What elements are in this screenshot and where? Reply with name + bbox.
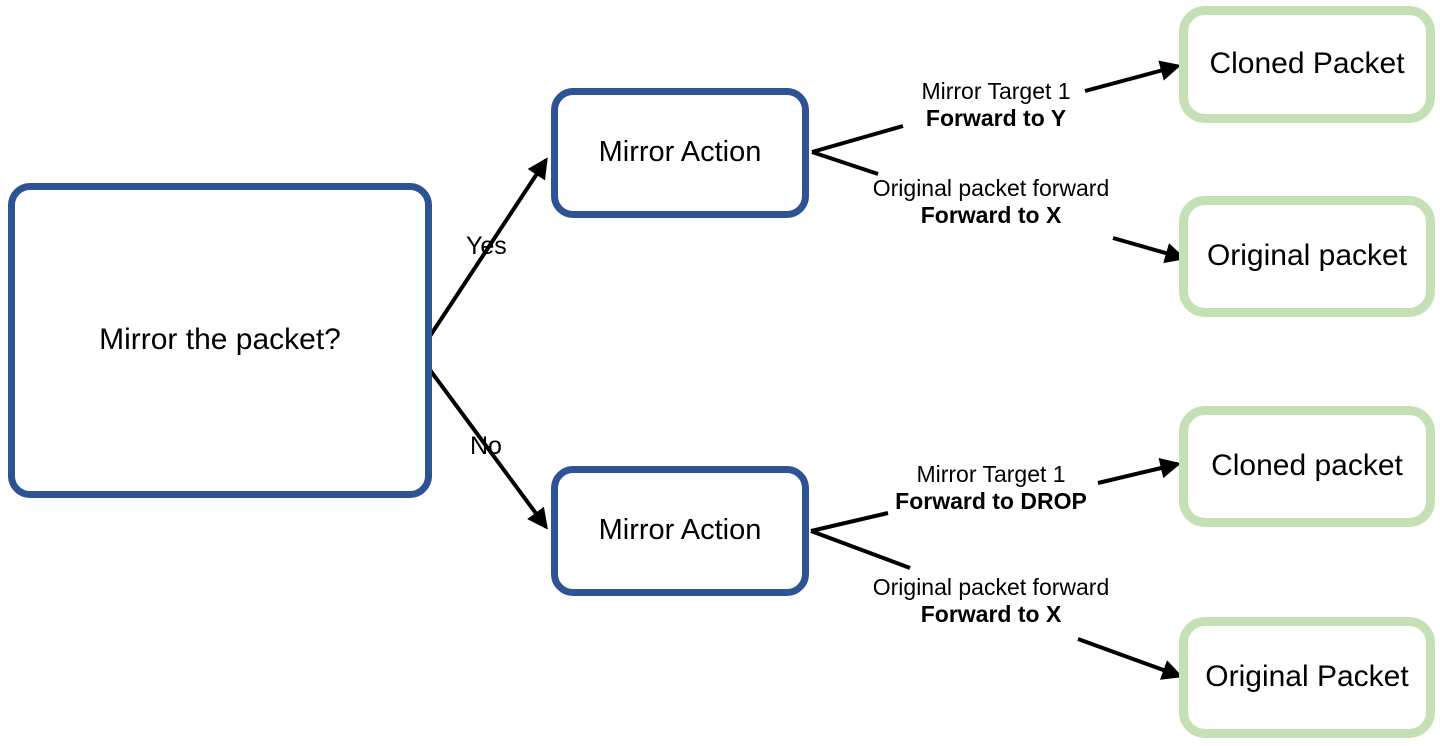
branch-label-no: No — [470, 432, 502, 462]
node-mirror-action-yes-label: Mirror Action — [598, 136, 762, 169]
edge-to-original-packet-bottom — [1077, 637, 1184, 680]
edge-label-top-original-forward: Original packet forward Forward to X — [847, 175, 1135, 229]
edge-to-cloned-packet-top — [1084, 60, 1182, 93]
edge-label-bottom-original-forward-line1: Original packet forward — [872, 574, 1110, 600]
node-original-packet-bottom[interactable]: Original Packet — [1179, 617, 1435, 738]
edge-bottom-action-fanout-lower — [810, 529, 911, 570]
node-mirror-action-no-label: Mirror Action — [598, 514, 762, 547]
edge-label-bottom-mirror-target-line2: Forward to DROP — [895, 488, 1087, 515]
node-decision-label: Mirror the packet? — [99, 323, 341, 357]
edge-bottom-action-fanout-upper — [810, 511, 889, 533]
edge-top-action-fanout-lower — [811, 150, 879, 176]
node-decision-mirror-the-packet[interactable]: Mirror the packet? — [8, 183, 432, 498]
node-original-packet-top-label: Original packet — [1206, 239, 1408, 273]
branch-label-yes: Yes — [466, 232, 507, 262]
node-cloned-packet-top[interactable]: Cloned Packet — [1179, 6, 1435, 123]
edge-label-top-original-forward-line1: Original packet forward — [872, 175, 1110, 201]
edge-label-bottom-original-forward: Original packet forward Forward to X — [847, 574, 1135, 628]
edge-label-bottom-mirror-target-line1: Mirror Target 1 — [916, 461, 1066, 487]
edge-label-bottom-original-forward-line2: Forward to X — [920, 601, 1062, 628]
edge-to-cloned-packet-bottom — [1097, 457, 1182, 485]
branch-label-no-text: No — [470, 432, 502, 460]
edge-label-top-mirror-target-line2: Forward to Y — [925, 105, 1067, 132]
node-cloned-packet-bottom[interactable]: Cloned packet — [1179, 406, 1435, 527]
node-mirror-action-yes[interactable]: Mirror Action — [551, 88, 809, 218]
edge-label-top-mirror-target-line1: Mirror Target 1 — [921, 78, 1071, 104]
edge-label-top-original-forward-line2: Forward to X — [920, 202, 1062, 229]
node-cloned-packet-bottom-label: Cloned packet — [1211, 449, 1403, 483]
branch-label-yes-text: Yes — [466, 232, 507, 260]
node-original-packet-top[interactable]: Original packet — [1179, 196, 1435, 317]
node-cloned-packet-top-label: Cloned Packet — [1209, 47, 1405, 81]
edge-to-original-packet-top — [1112, 236, 1187, 264]
edge-label-bottom-mirror-target: Mirror Target 1 Forward to DROP — [885, 461, 1097, 515]
node-original-packet-bottom-label: Original Packet — [1205, 660, 1409, 694]
edge-label-top-mirror-target: Mirror Target 1 Forward to Y — [900, 78, 1092, 132]
edge-top-action-fanout-upper — [811, 124, 904, 154]
node-mirror-action-no[interactable]: Mirror Action — [551, 466, 809, 596]
